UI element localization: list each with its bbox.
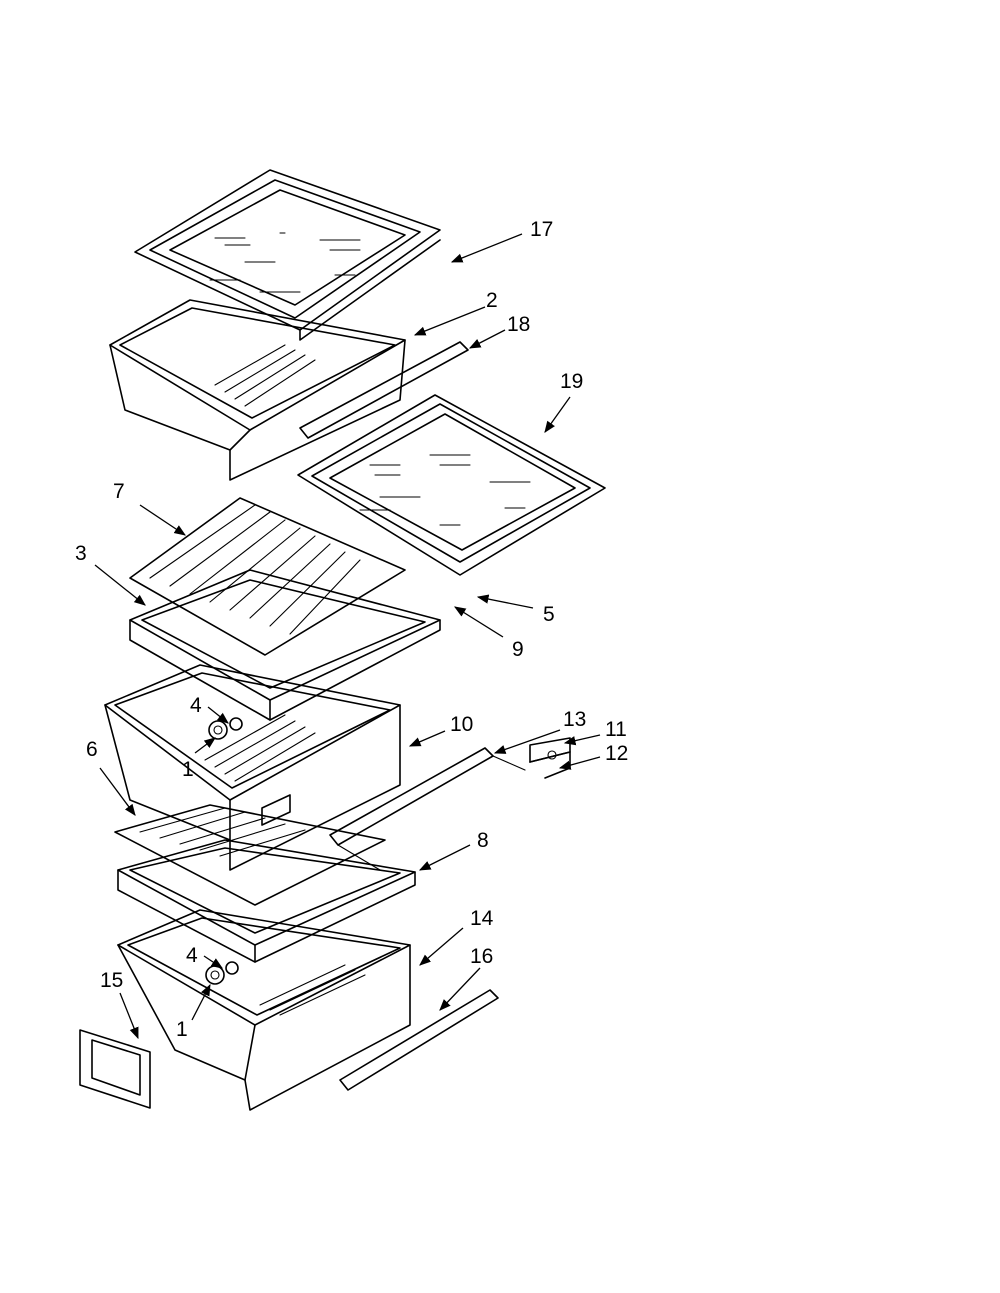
part-4-1-lower-knob — [205, 961, 239, 985]
part-6-panel — [114, 804, 386, 906]
callout-1-upper: 1 — [182, 758, 194, 781]
callout-6: 6 — [86, 738, 98, 761]
part-17-shelf — [134, 169, 441, 341]
callout-10: 10 — [450, 713, 473, 736]
callout-labels: 17 2 18 19 7 3 5 9 4 1 10 13 11 12 6 8 1… — [75, 218, 628, 1041]
callout-13: 13 — [563, 708, 586, 731]
callout-14: 14 — [470, 907, 494, 930]
callout-16: 16 — [470, 945, 493, 968]
callout-18: 18 — [507, 313, 530, 336]
callout-9: 9 — [512, 638, 524, 661]
callout-15: 15 — [100, 969, 123, 992]
part-2-crisper-drawer — [109, 299, 406, 481]
part-16-trim — [339, 989, 499, 1091]
callout-4-upper: 4 — [190, 694, 202, 717]
callout-3: 3 — [75, 542, 87, 565]
callout-2: 2 — [486, 289, 498, 312]
callout-8: 8 — [477, 829, 489, 852]
callout-17: 17 — [530, 218, 553, 241]
part-7-panel — [129, 497, 406, 656]
callout-5: 5 — [543, 603, 555, 626]
part-19-shelf — [297, 394, 606, 576]
leader-arrows — [94, 233, 601, 1040]
part-18-trim — [299, 341, 469, 439]
callout-12: 12 — [605, 742, 628, 765]
callout-1-lower: 1 — [176, 1018, 188, 1041]
callout-4-lower: 4 — [186, 944, 198, 967]
callout-19: 19 — [560, 370, 583, 393]
part-3-frame — [129, 569, 441, 721]
callout-11: 11 — [605, 718, 627, 741]
part-15-card — [79, 1029, 151, 1109]
part-10-drawer — [104, 664, 401, 871]
part-14-drawer — [117, 909, 411, 1111]
part-11-12-clips — [529, 737, 571, 779]
part-13-trim — [329, 747, 526, 871]
callout-7: 7 — [113, 480, 125, 503]
